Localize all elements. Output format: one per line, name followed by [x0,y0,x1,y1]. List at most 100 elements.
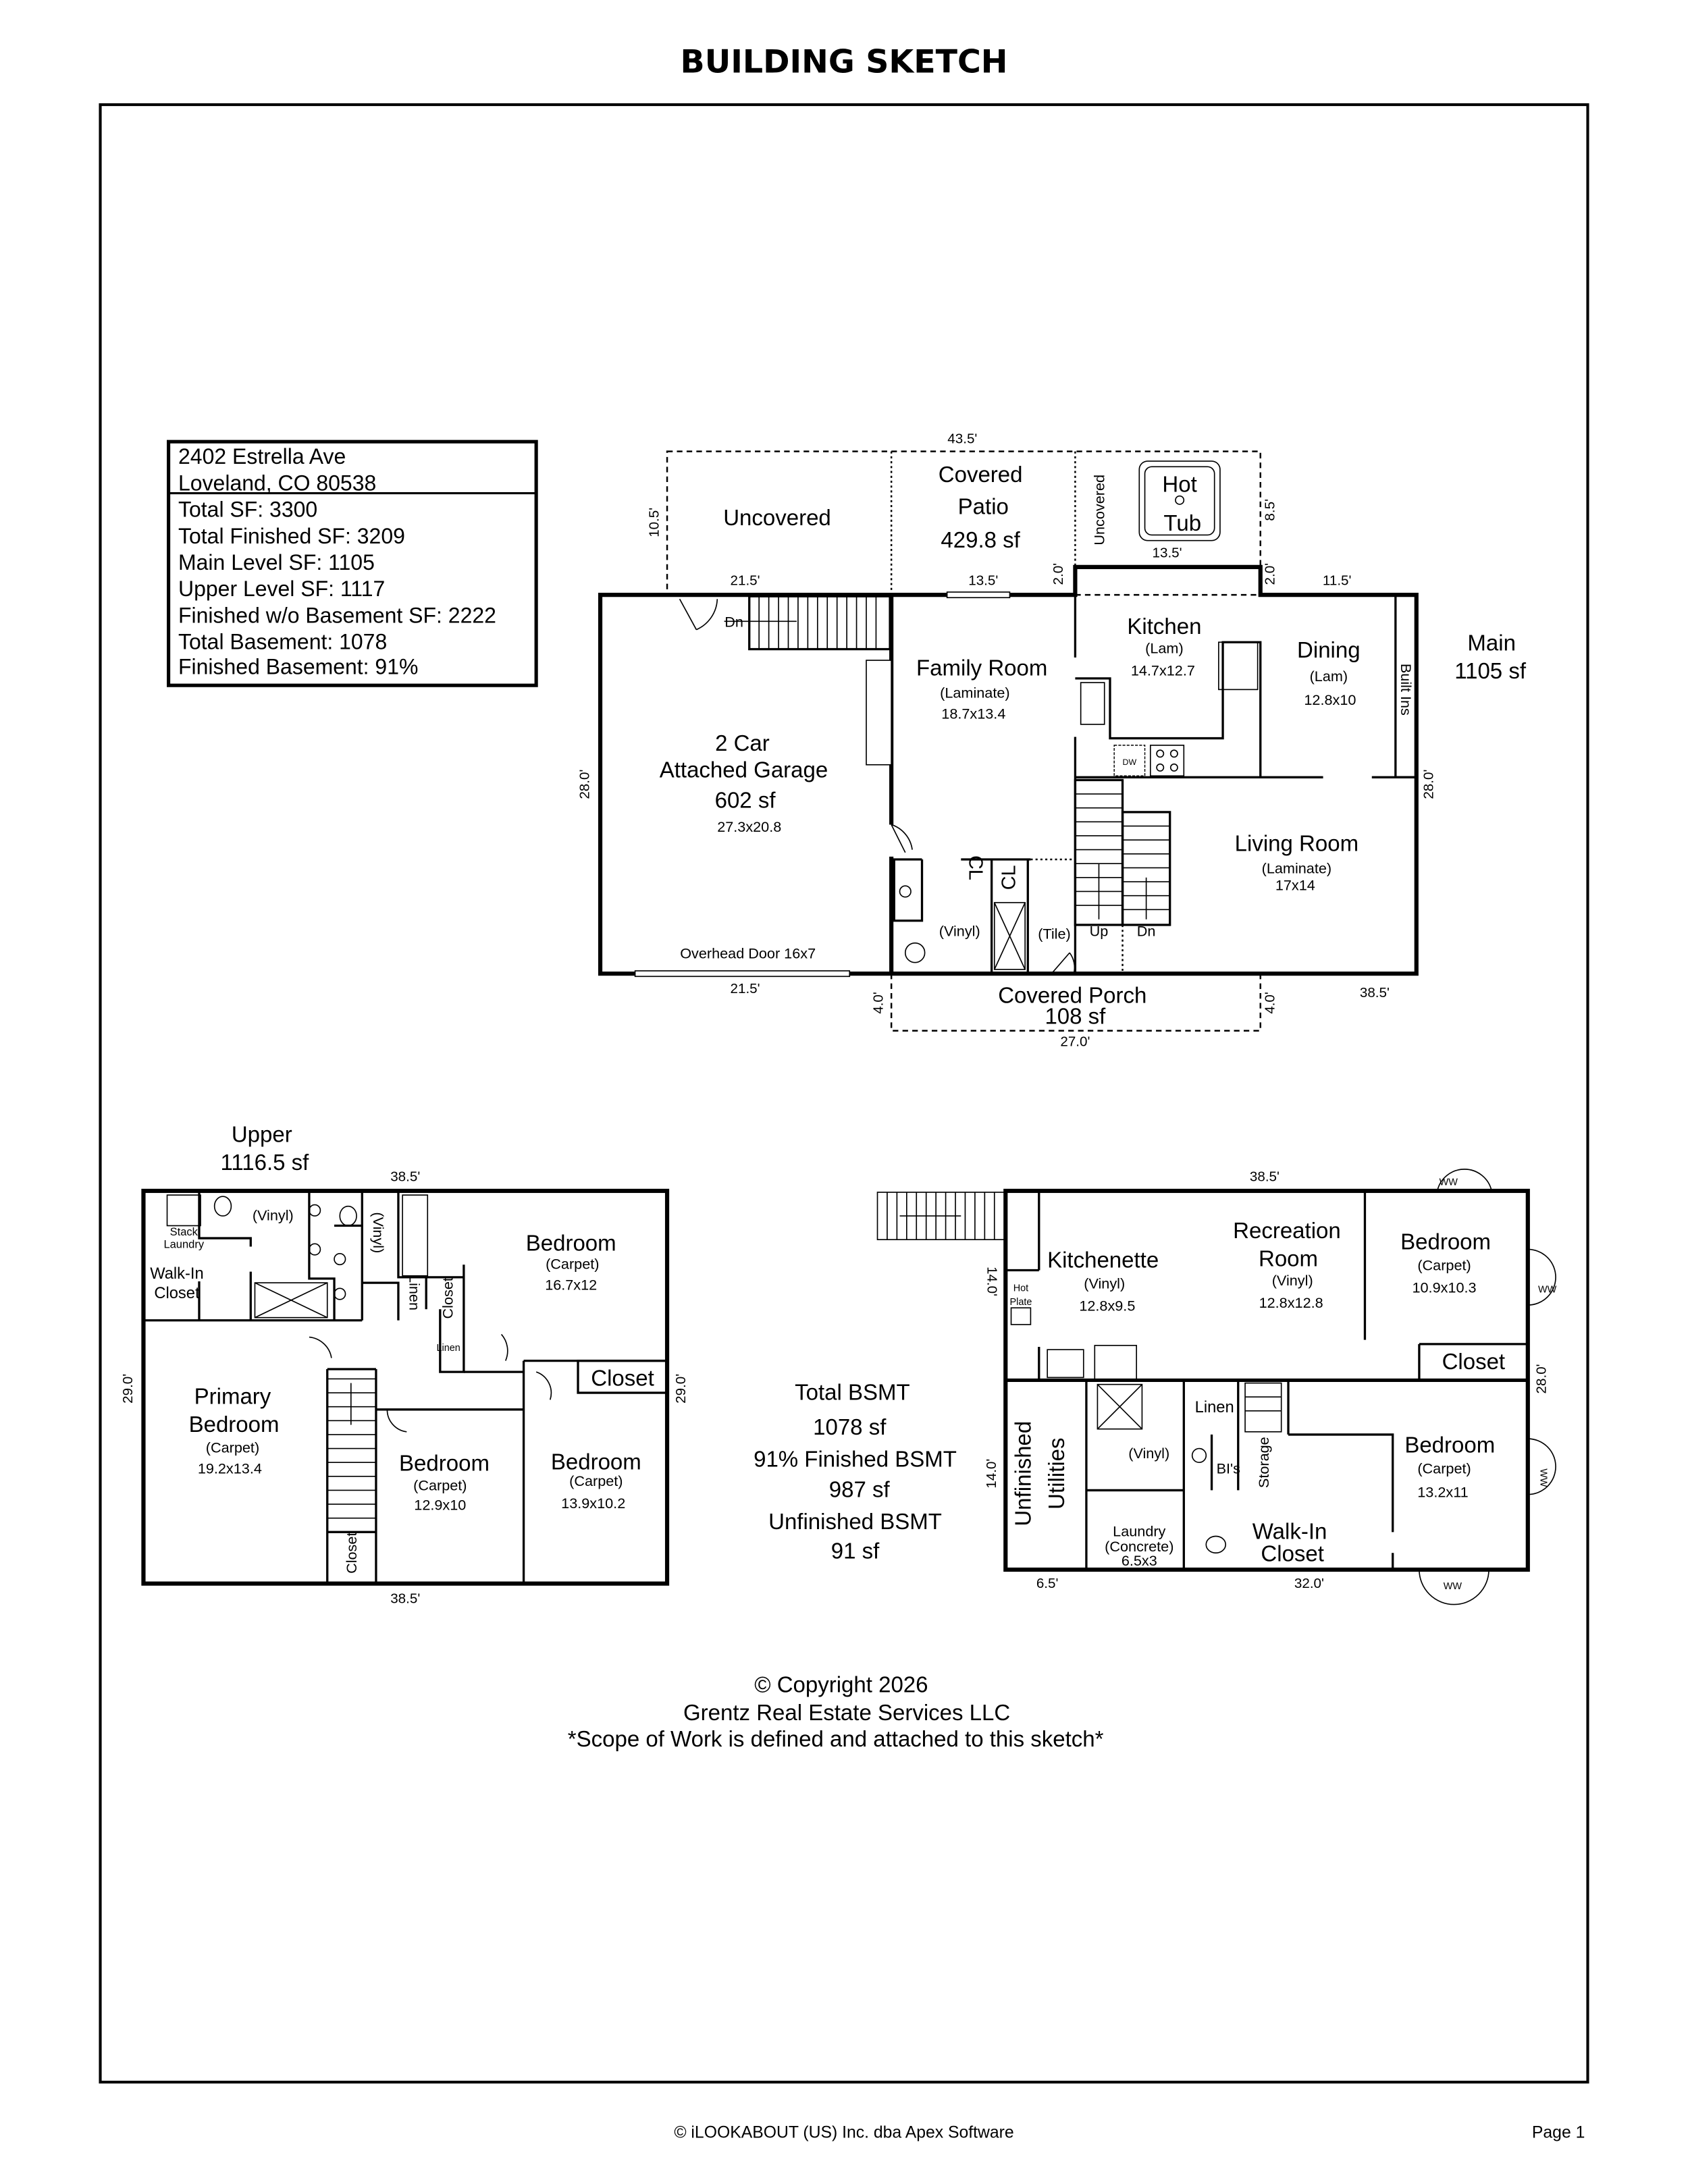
kitchen-name: Kitchen [1127,614,1201,639]
patio-covered-label: Covered [939,462,1023,487]
dishwasher-label: DW [1123,757,1137,767]
garage-stairs [724,595,891,651]
window-well-label: WW [1537,1468,1548,1487]
window-well-label: WW [1440,1177,1458,1188]
upper-floor-plan: Stack Laundry (Vinyl) (Vinyl) Walk-In Cl… [120,1122,689,1607]
dim: 28.0' [577,770,593,799]
bsmt-bedroom-1-floor: (Carpet) [1417,1257,1471,1274]
closet-vertical-label: Closet [439,1277,456,1319]
window-well-label: WW [1538,1285,1557,1296]
living-room-floor: (Laminate) [1262,860,1331,877]
hot-plate-label-1: Hot [1013,1283,1028,1294]
bedroom-2-size: 12.9x10 [414,1496,466,1513]
property-info-box: 2402 Estrella Ave Loveland, CO 80538 Tot… [167,440,538,687]
dim: 14.0' [984,1459,999,1489]
entry-floor: (Tile) [1038,926,1070,942]
upper-bath-floor-1: (Vinyl) [253,1206,294,1223]
copyright-line: © Copyright 2026 [754,1672,928,1697]
main-floor-plan: DW CL CL (Vinyl) (Tile) Hot Tub Uncovere… [577,431,1527,1049]
main-level-sf: 1105 sf [1454,658,1527,683]
stack-laundry-label-2: Laundry [163,1239,204,1251]
kitchen-size: 14.7x12.7 [1131,662,1195,679]
living-room-name: Living Room [1235,831,1359,856]
kitchenette-floor: (Vinyl) [1084,1275,1125,1291]
dim: 28.0' [1421,770,1437,799]
bedroom-3-floor: (Carpet) [569,1472,623,1489]
total-basement: Total Basement: 1078 [178,630,387,654]
finished-basement: Finished Basement: 91% [178,655,418,679]
rec-room-name-2: Room [1259,1246,1318,1271]
copyright-company: Grentz Real Estate Services LLC [683,1700,1010,1725]
hot-plate-label-2: Plate [1010,1297,1032,1308]
address-line-2: Loveland, CO 80538 [178,471,376,495]
bsmt-walk-in-label-1: Walk-In [1252,1519,1327,1544]
bedroom-1-name: Bedroom [526,1231,616,1256]
dim: 4.0' [1262,992,1277,1014]
porch-sf: 108 sf [1045,1003,1106,1028]
dining-floor: (Lam) [1310,668,1348,685]
bsmt-summary-line: 987 sf [829,1477,891,1502]
garage-label-1: 2 Car [715,730,770,755]
basement-floor-plan: WW WW WW WW Kitchenette (Vinyl) 12.8x9.5… [876,1169,1557,1605]
address-line-1: 2402 Estrella Ave [178,444,346,469]
primary-bedroom-name-2: Bedroom [189,1412,280,1437]
upper-closet-label: Closet [591,1366,654,1391]
kitchen-floor: (Lam) [1145,640,1184,657]
laundry-label: Laundry [1113,1523,1165,1540]
linen-small-label: Linen [437,1343,460,1354]
rec-room-floor: (Vinyl) [1272,1272,1313,1289]
patio-label: Patio [958,494,1009,518]
bedroom-1-size: 16.7x12 [545,1276,597,1293]
range-icon [1149,745,1185,777]
upper-level-label: Upper [232,1122,292,1147]
footer-credit: © iLOOKABOUT (US) Inc. dba Apex Software [674,2124,1013,2142]
linen-label: Linen [406,1275,423,1310]
bsmt-summary-line: 1078 sf [813,1414,887,1439]
primary-bedroom-name-1: Primary [194,1384,271,1409]
dim: 11.5' [1323,573,1352,589]
bedroom-2-name: Bedroom [399,1451,490,1476]
dim: 38.5' [390,1169,420,1185]
hot-tub [1138,460,1221,541]
dim: 2.0' [1051,563,1066,585]
dim: 38.5' [390,1591,420,1607]
garage-size: 27.3x20.8 [717,818,781,835]
fireplace [866,660,892,766]
bath-floor: (Vinyl) [939,922,980,939]
dining-name: Dining [1297,637,1361,662]
sketch-border [99,103,1589,2084]
dim: 8.5' [1262,499,1277,521]
walk-in-closet-label-1: Walk-In [150,1265,204,1283]
page-number: Page 1 [1532,2124,1585,2142]
patio-sf: 429.8 sf [941,527,1020,552]
finished-wo-basement-sf: Finished w/o Basement SF: 2222 [178,603,496,627]
patio-uncovered-vertical: Uncovered [1091,475,1108,545]
bsmt-summary-line: Unfinished BSMT [768,1509,942,1534]
primary-bedroom-floor: (Carpet) [206,1439,259,1456]
window-well-label: WW [1444,1581,1462,1592]
bsmt-closet-label: Closet [1442,1349,1506,1374]
dim: 6.5' [1036,1576,1059,1591]
main-stairs [1074,778,1171,926]
laundry-size: 6.5x3 [1122,1552,1157,1569]
patio-uncovered-label: Uncovered [723,505,831,530]
laundry-floor: (Concrete) [1105,1538,1173,1555]
total-sf: Total SF: 3300 [178,498,317,522]
dim: 21.5' [731,981,760,996]
kitchenette-size: 12.8x9.5 [1079,1297,1135,1314]
unfinished-label: Unfinished [1010,1421,1035,1526]
overhead-door-label: Overhead Door 16x7 [680,944,816,961]
stairs-dn-label: Dn [1137,922,1156,939]
living-room-size: 17x14 [1275,876,1315,893]
closet-label-1: CL [965,855,986,880]
upper-bath-floor-2: (Vinyl) [370,1212,387,1253]
upper-level-sf: 1116.5 sf [220,1150,309,1175]
upper-level-sf: Upper Level SF: 1117 [178,577,385,601]
page-title: BUILDING SKETCH [681,44,1008,81]
primary-bedroom-size: 19.2x13.4 [198,1460,262,1477]
family-room-size: 18.7x13.4 [941,705,1005,722]
dim: 38.5' [1250,1169,1280,1185]
dim: 4.0' [871,992,887,1014]
dim: 43.5' [947,431,977,446]
